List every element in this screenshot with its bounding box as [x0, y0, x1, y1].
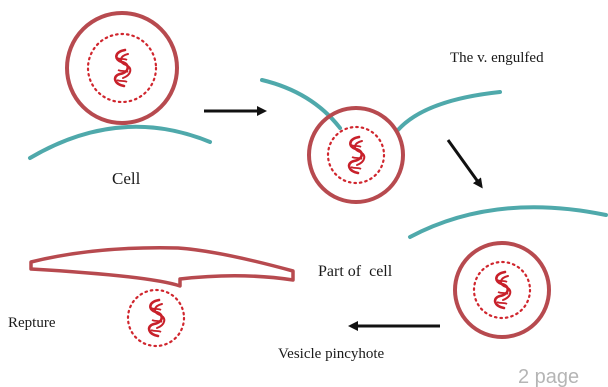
cell-membrane-2-left — [262, 80, 340, 128]
label-part-of-cell: Part of cell — [318, 263, 393, 280]
stage-2 — [262, 80, 500, 202]
label-vesicle-pincyhote: Vesicle pincyhote — [278, 346, 385, 362]
label-engulfed: The v. engulfed — [450, 50, 544, 66]
nucleus-2 — [328, 127, 384, 183]
dna-icon-4 — [149, 300, 164, 336]
nucleus-3 — [474, 262, 530, 318]
label-repture: Repture — [8, 315, 56, 331]
vesicle-1 — [67, 13, 177, 123]
cell-membrane-1 — [30, 127, 210, 158]
stage-1 — [30, 13, 210, 158]
dna-icon-1 — [115, 50, 130, 86]
nucleus-1 — [88, 34, 156, 102]
arrow-diagonal — [448, 140, 481, 186]
dna-icon-3 — [495, 272, 510, 308]
cell-membrane-2-right — [398, 92, 500, 130]
stage-3 — [410, 207, 606, 337]
dna-icon-2 — [349, 137, 364, 173]
nucleus-4 — [128, 290, 184, 346]
label-cell: Cell — [112, 169, 141, 188]
stage-4 — [31, 248, 293, 346]
cell-membrane-3 — [410, 207, 606, 237]
page-number-fragment: 2 page — [518, 366, 579, 387]
vesicle-2 — [309, 108, 403, 202]
ruptured-membrane — [31, 248, 293, 286]
vesicle-3 — [455, 243, 549, 337]
